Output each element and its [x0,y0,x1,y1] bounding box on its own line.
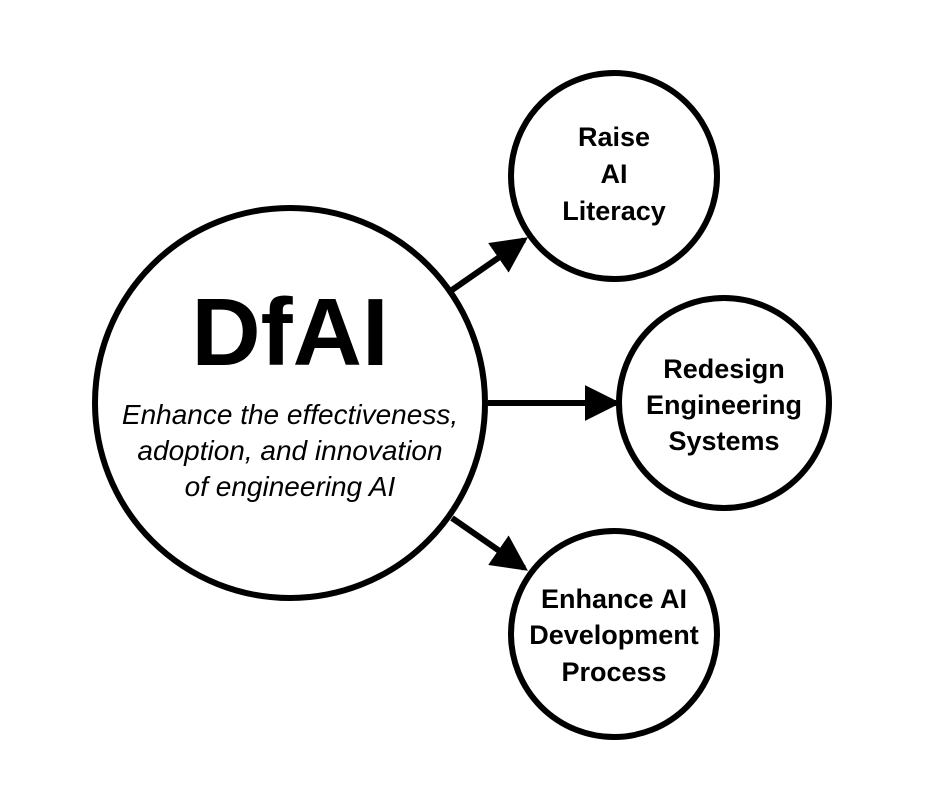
goal-systems-line-2: Engineering [646,390,802,420]
main-subtitle-line-1: Enhance the effectiveness, [122,399,458,430]
goal-process-line-2: Development [529,620,699,650]
goal-process-line-3: Process [561,657,666,687]
goal-literacy-line-2: AI [601,159,628,189]
goal-circle-process [508,528,720,740]
goal-literacy-line-1: Raise [578,122,650,152]
goal-circle-literacy [508,70,720,282]
arrow-to-literacy [450,237,528,293]
arrow-to-process [450,515,528,571]
main-circle [92,205,488,601]
goal-literacy-line-3: Literacy [562,196,666,226]
goal-systems-line-3: Systems [668,426,779,456]
main-title: DfAI [191,279,388,386]
goal-circle-systems [616,295,832,511]
goal-systems-line-1: Redesign [663,354,785,384]
goal-process-line-1: Enhance AI [541,584,687,614]
main-subtitle-line-3: of engineering AI [185,471,396,502]
main-subtitle-line-2: adoption, and innovation [137,435,442,466]
